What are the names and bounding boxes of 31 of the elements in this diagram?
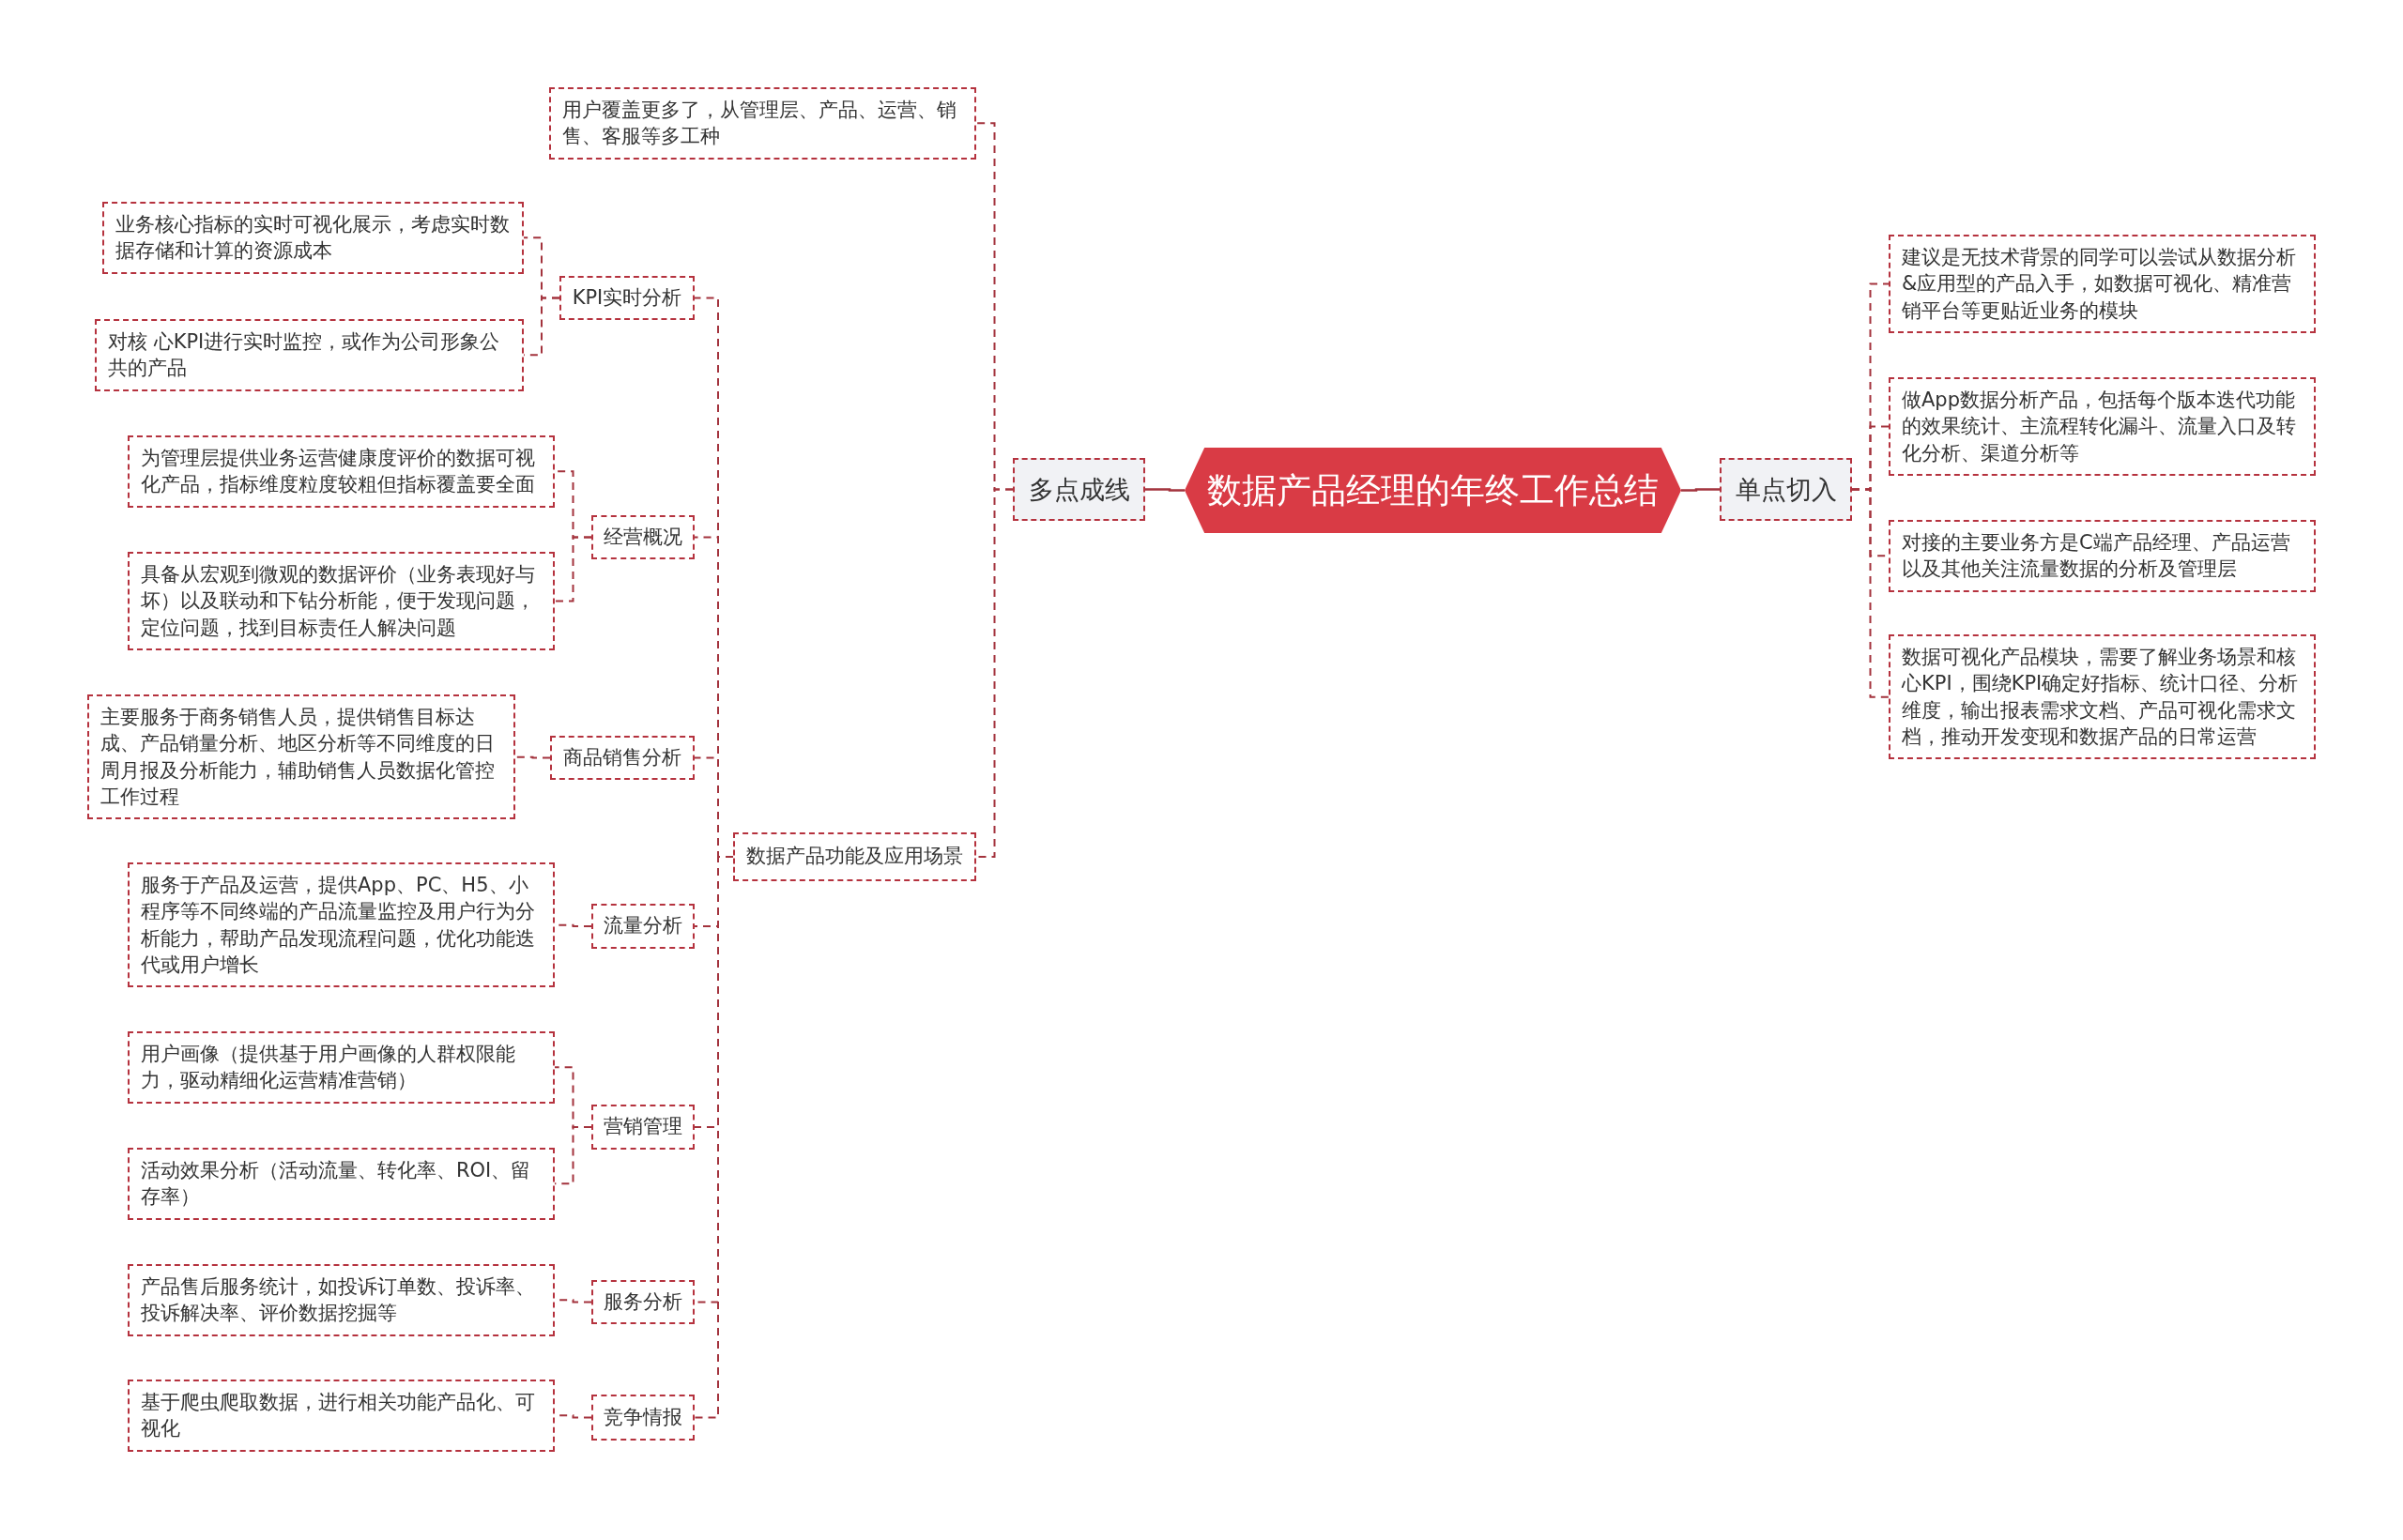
central-topic: 数据产品经理的年终工作总结 bbox=[1185, 448, 1681, 533]
note-box: 数据可视化产品模块，需要了解业务场景和核心KPI，围绕KPI确定好指标、统计口径、分析维度，输出报表需求文档、产品可视化需求文档，推动开发变现和数据产品的日常运营 bbox=[1889, 634, 2316, 760]
subtopic-box: 竞争情报 bbox=[591, 1395, 695, 1441]
branch-topic: 单点切入 bbox=[1720, 458, 1852, 521]
note-box: 对核 心KPI进行实时监控，或作为公司形象公共的产品 bbox=[95, 319, 524, 391]
subtopic-box: 经营概况 bbox=[591, 515, 695, 559]
note-box: 基于爬虫爬取数据，进行相关功能产品化、可视化 bbox=[128, 1380, 555, 1452]
note-box: 用户画像（提供基于用户画像的人群权限能力，驱动精细化运营精准营销） bbox=[128, 1031, 555, 1104]
branch-topic: 多点成线 bbox=[1013, 458, 1145, 521]
note-box: 具备从宏观到微观的数据评价（业务表现好与坏）以及联动和下钻分析能，便于发现问题，定位问题，找到目标责任人解决问题 bbox=[128, 552, 555, 651]
subtopic-box: 营销管理 bbox=[591, 1105, 695, 1150]
subtopic-box: 服务分析 bbox=[591, 1280, 695, 1324]
note-box: 产品售后服务统计，如投诉订单数、投诉率、投诉解决率、评价数据挖掘等 bbox=[128, 1264, 555, 1336]
note-box: 对接的主要业务方是C端产品经理、产品运营以及其他关注流量数据的分析及管理层 bbox=[1889, 520, 2316, 592]
subtopic-box: KPI实时分析 bbox=[559, 276, 695, 320]
note-box: 服务于产品及运营，提供App、PC、H5、小程序等不同终端的产品流量监控及用户行为分析能力，帮助产品发现流程问题，优化功能迭代或用户增长 bbox=[128, 862, 555, 988]
note-box: 活动效果分析（活动流量、转化率、ROI、留存率） bbox=[128, 1148, 555, 1220]
note-box: 用户覆盖更多了，从管理层、产品、运营、销售、客服等多工种 bbox=[549, 87, 976, 160]
connector bbox=[514, 755, 551, 759]
note-box: 主要服务于商务销售人员，提供销售目标达成、产品销量分析、地区分析等不同维度的日周月报及分析能力，辅助销售人员数据化管控工作过程 bbox=[87, 694, 515, 820]
subtopic-box: 流量分析 bbox=[591, 904, 695, 949]
subtopic-box: 数据产品功能及应用场景 bbox=[733, 832, 976, 881]
connector bbox=[554, 536, 592, 602]
note-box: 建议是无技术背景的同学可以尝试从数据分析&应用型的产品入手，如数据可视化、精准营销平台等更贴近业务的模块 bbox=[1889, 235, 2316, 334]
subtopic-box: 商品销售分析 bbox=[550, 736, 695, 780]
note-box: 业务核心指标的实时可视化展示，考虑实时数据存储和计算的资源成本 bbox=[102, 202, 524, 274]
note-box: 做App数据分析产品，包括每个版本迭代功能的效果统计、主流程转化漏斗、流量入口及转化分析、渠道分析等 bbox=[1889, 377, 2316, 477]
connector bbox=[1681, 488, 1720, 492]
note-box: 为管理层提供业务运营健康度评价的数据可视化产品，指标维度粒度较粗但指标覆盖要全面 bbox=[128, 435, 555, 508]
connector bbox=[1145, 488, 1185, 492]
connector bbox=[1851, 488, 1890, 698]
